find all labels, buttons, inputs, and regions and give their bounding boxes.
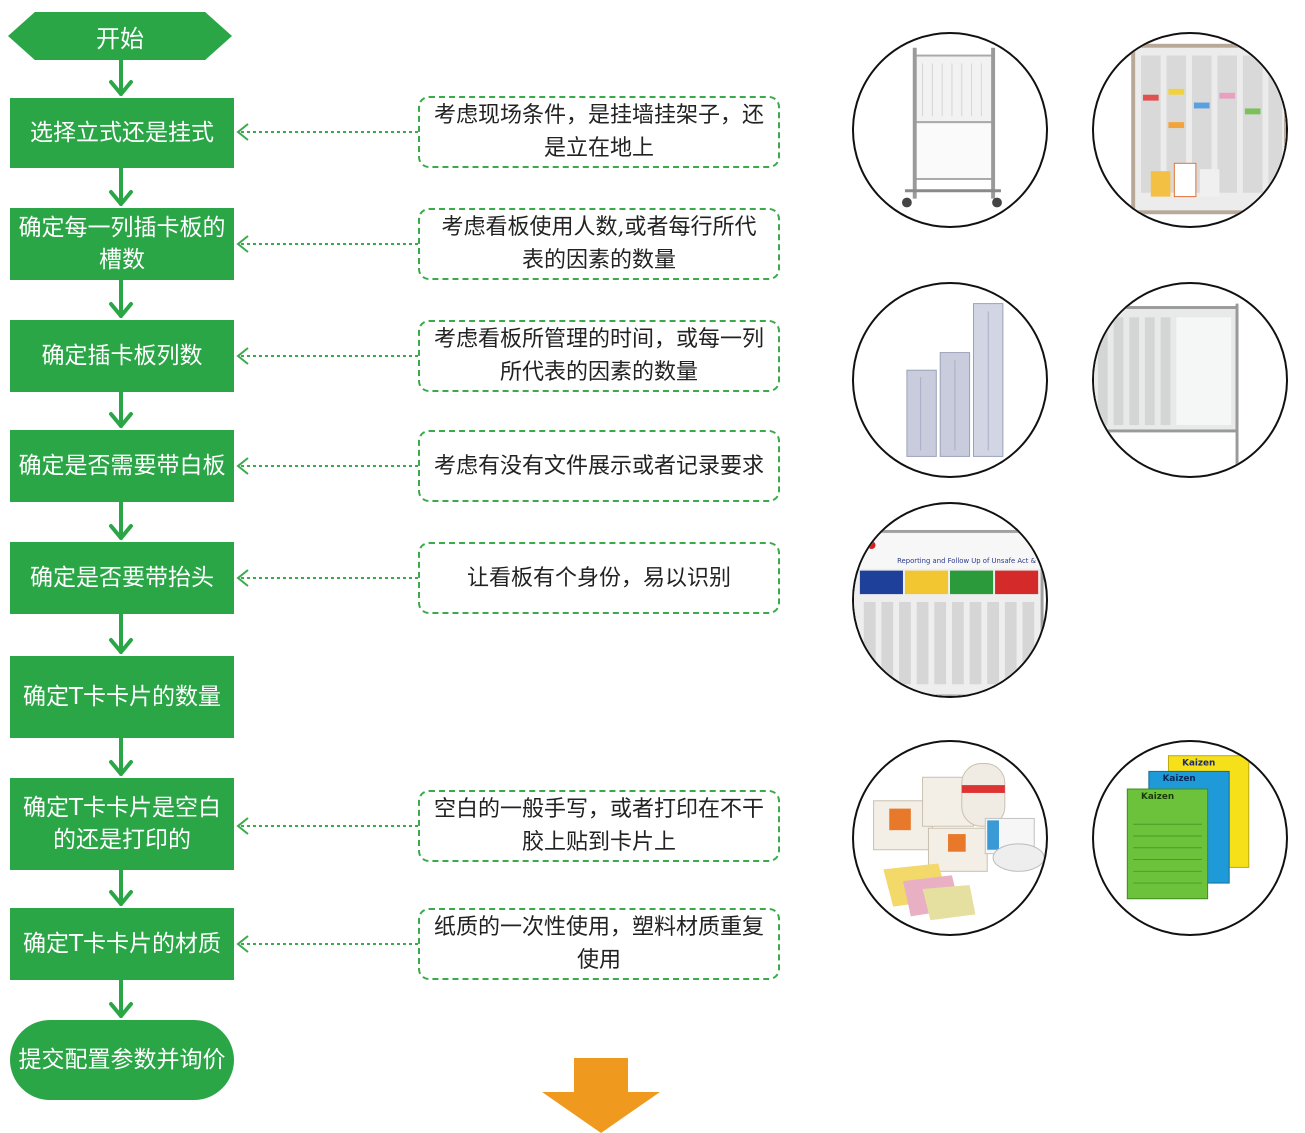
start-terminal: 开始	[8, 12, 232, 60]
start-label: 开始	[96, 24, 144, 53]
note-mount-type: 考虑现场条件，是挂墙挂架子，还是立在地上	[418, 96, 780, 168]
flow-arrow-9	[109, 978, 133, 1018]
note-column-count: 考虑看板所管理的时间，或每一列所代表的因素的数量	[418, 320, 780, 392]
flow-arrow-3	[109, 278, 133, 318]
card-slot-panels-photo	[852, 282, 1048, 478]
step-card-printing: 确定T卡卡片是空白的还是打印的	[10, 778, 234, 870]
note-card-printing: 空白的一般手写，或者打印在不干胶上贴到卡片上	[418, 790, 780, 862]
step-card-material: 确定T卡卡片的材质	[10, 908, 234, 980]
step-whiteboard: 确定是否需要带白板	[10, 430, 234, 502]
note-card-material: 纸质的一次性使用，塑料材质重复使用	[418, 908, 780, 980]
step-column-count: 确定插卡板列数	[10, 320, 234, 392]
flow-arrow-4	[109, 390, 133, 428]
header-board-photo: Reporting and Follow Up of Unsafe Act & …	[852, 502, 1048, 698]
step-slot-count: 确定每一列插卡板的槽数	[10, 208, 234, 280]
step-mount-type: 选择立式还是挂式	[10, 98, 234, 168]
step-card-quantity: 确定T卡卡片的数量	[10, 656, 234, 738]
orange-down-arrow	[542, 1058, 660, 1133]
flow-arrow-5	[109, 500, 133, 540]
card-boxes-photo	[852, 740, 1048, 936]
kaizen-label-1: Kaizen	[1182, 759, 1215, 769]
step-header: 确定是否要带抬头	[10, 542, 234, 614]
note-slot-count: 考虑看板使用人数,或者每行所代表的因素的数量	[418, 208, 780, 280]
end-terminal: 提交配置参数并询价	[10, 1020, 234, 1100]
flow-arrow-6	[109, 612, 133, 654]
kaizen-cards-photo: Kaizen Kaizen Kaizen	[1092, 740, 1288, 936]
standing-board-photo	[852, 32, 1048, 228]
flow-arrow-8	[109, 868, 133, 906]
note-whiteboard: 考虑有没有文件展示或者记录要求	[418, 430, 780, 502]
wall-board-photo	[1092, 32, 1288, 228]
kaizen-label-3: Kaizen	[1141, 792, 1174, 802]
header-board-title: Reporting and Follow Up of Unsafe Act & …	[897, 557, 1046, 565]
note-header: 让看板有个身份，易以识别	[418, 542, 780, 614]
flow-arrow-1	[109, 58, 133, 96]
whiteboard-panel-photo	[1092, 282, 1288, 478]
kaizen-label-2: Kaizen	[1163, 774, 1196, 784]
flow-arrow-7	[109, 736, 133, 776]
flow-arrow-2	[109, 166, 133, 206]
